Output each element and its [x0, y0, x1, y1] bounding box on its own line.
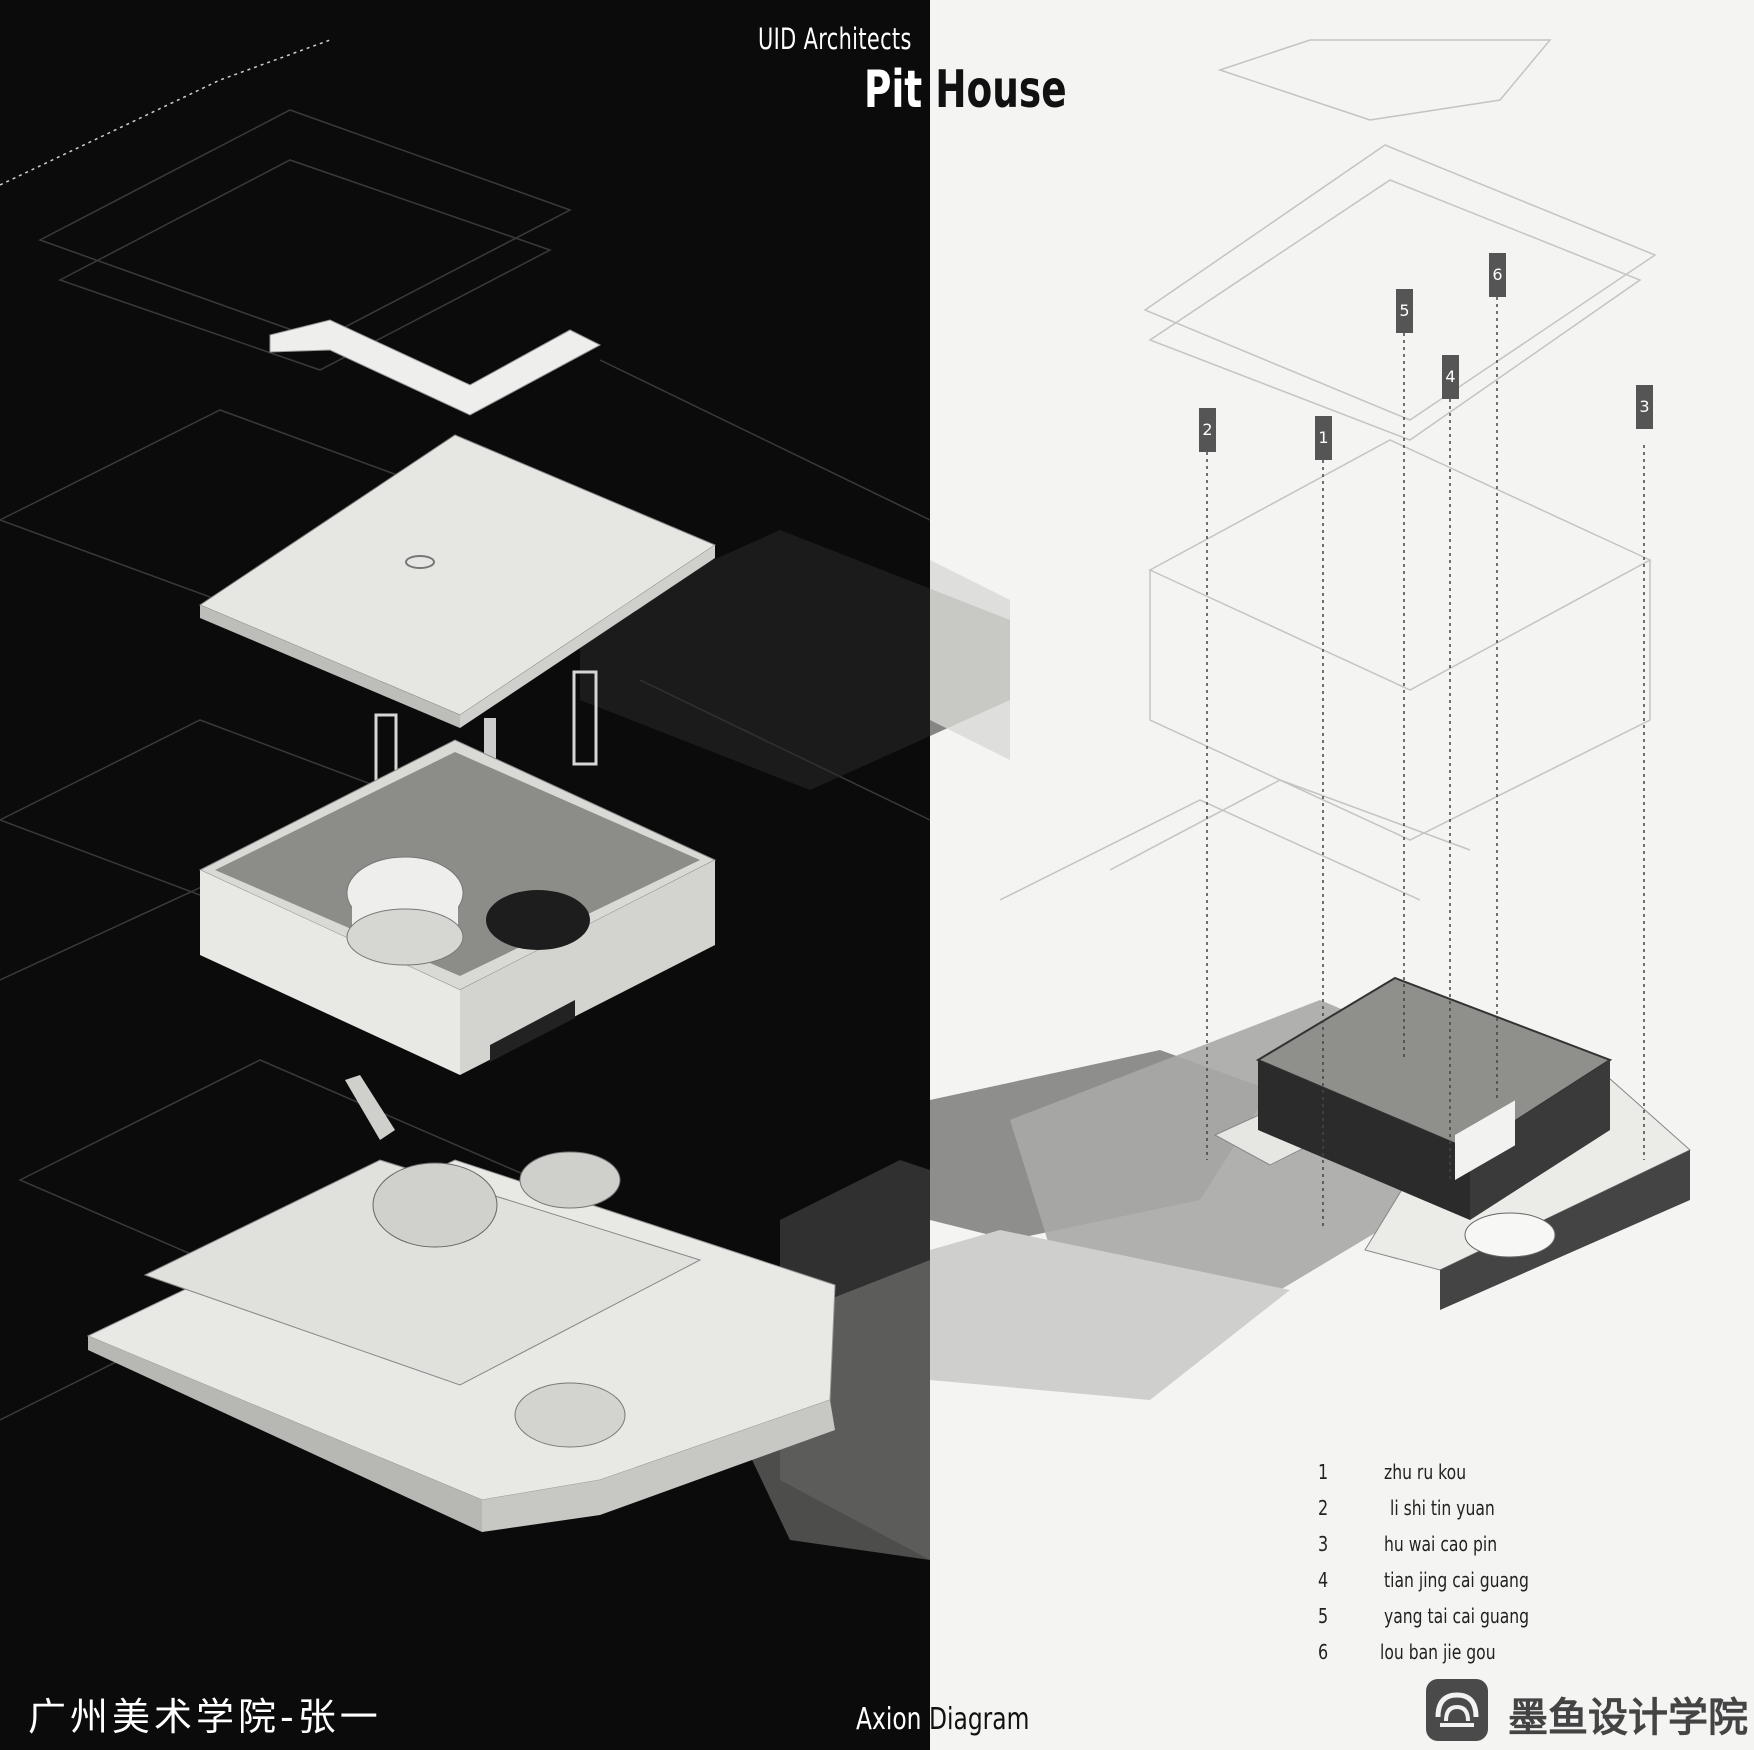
brand-name: 墨鱼设计学院: [1508, 1695, 1748, 1741]
middle-floor-box: [198, 739, 717, 1075]
tag-1: 1: [1315, 416, 1332, 460]
title-word-2: House: [935, 60, 1067, 120]
leader-lines: [1206, 297, 1645, 1230]
legend-number: 3: [1318, 1532, 1329, 1556]
architect-name: UID Architects: [758, 22, 912, 56]
legend-label: yang tai cai guang: [1384, 1604, 1530, 1628]
legend-number: 2: [1318, 1496, 1329, 1520]
legend-label: hu wai cao pin: [1384, 1532, 1498, 1556]
legend-label: li shi tin yuan: [1390, 1496, 1495, 1520]
tag-3: 3: [1636, 385, 1653, 429]
legend-number: 6: [1318, 1640, 1329, 1664]
tag-6: 6: [1489, 253, 1506, 297]
legend-label: tian jing cai guang: [1384, 1568, 1529, 1592]
legend-number: 1: [1318, 1460, 1329, 1484]
diagram-caption: Axion Diagram: [856, 1702, 1029, 1737]
moyu-logo-icon: [1426, 1679, 1488, 1741]
legend-number: 4: [1318, 1568, 1329, 1592]
legend-label: zhu ru kou: [1384, 1460, 1467, 1484]
caption-word-1: Axion: [856, 1702, 922, 1737]
legend-number: 5: [1318, 1604, 1329, 1628]
roof-slab: [198, 434, 717, 728]
legend-label: lou ban jie gou: [1380, 1640, 1496, 1664]
roof-beam: [269, 319, 602, 416]
background-linework-right: [999, 39, 1657, 901]
caption-word-2: Diagram: [928, 1702, 1030, 1737]
dotted-line: [0, 39, 331, 186]
author-credit: 广州美术学院-张一: [28, 1695, 382, 1739]
tag-2: 2: [1199, 408, 1216, 452]
ground-platform: [86, 1075, 836, 1532]
tag-5: 5: [1396, 289, 1413, 333]
brand: 墨鱼设计学院: [1424, 1677, 1748, 1741]
light-panel: [930, 0, 1754, 1750]
title-word-1: Pit: [864, 60, 923, 120]
tag-4: 4: [1442, 355, 1459, 399]
page-title: Pit House: [864, 60, 1067, 120]
